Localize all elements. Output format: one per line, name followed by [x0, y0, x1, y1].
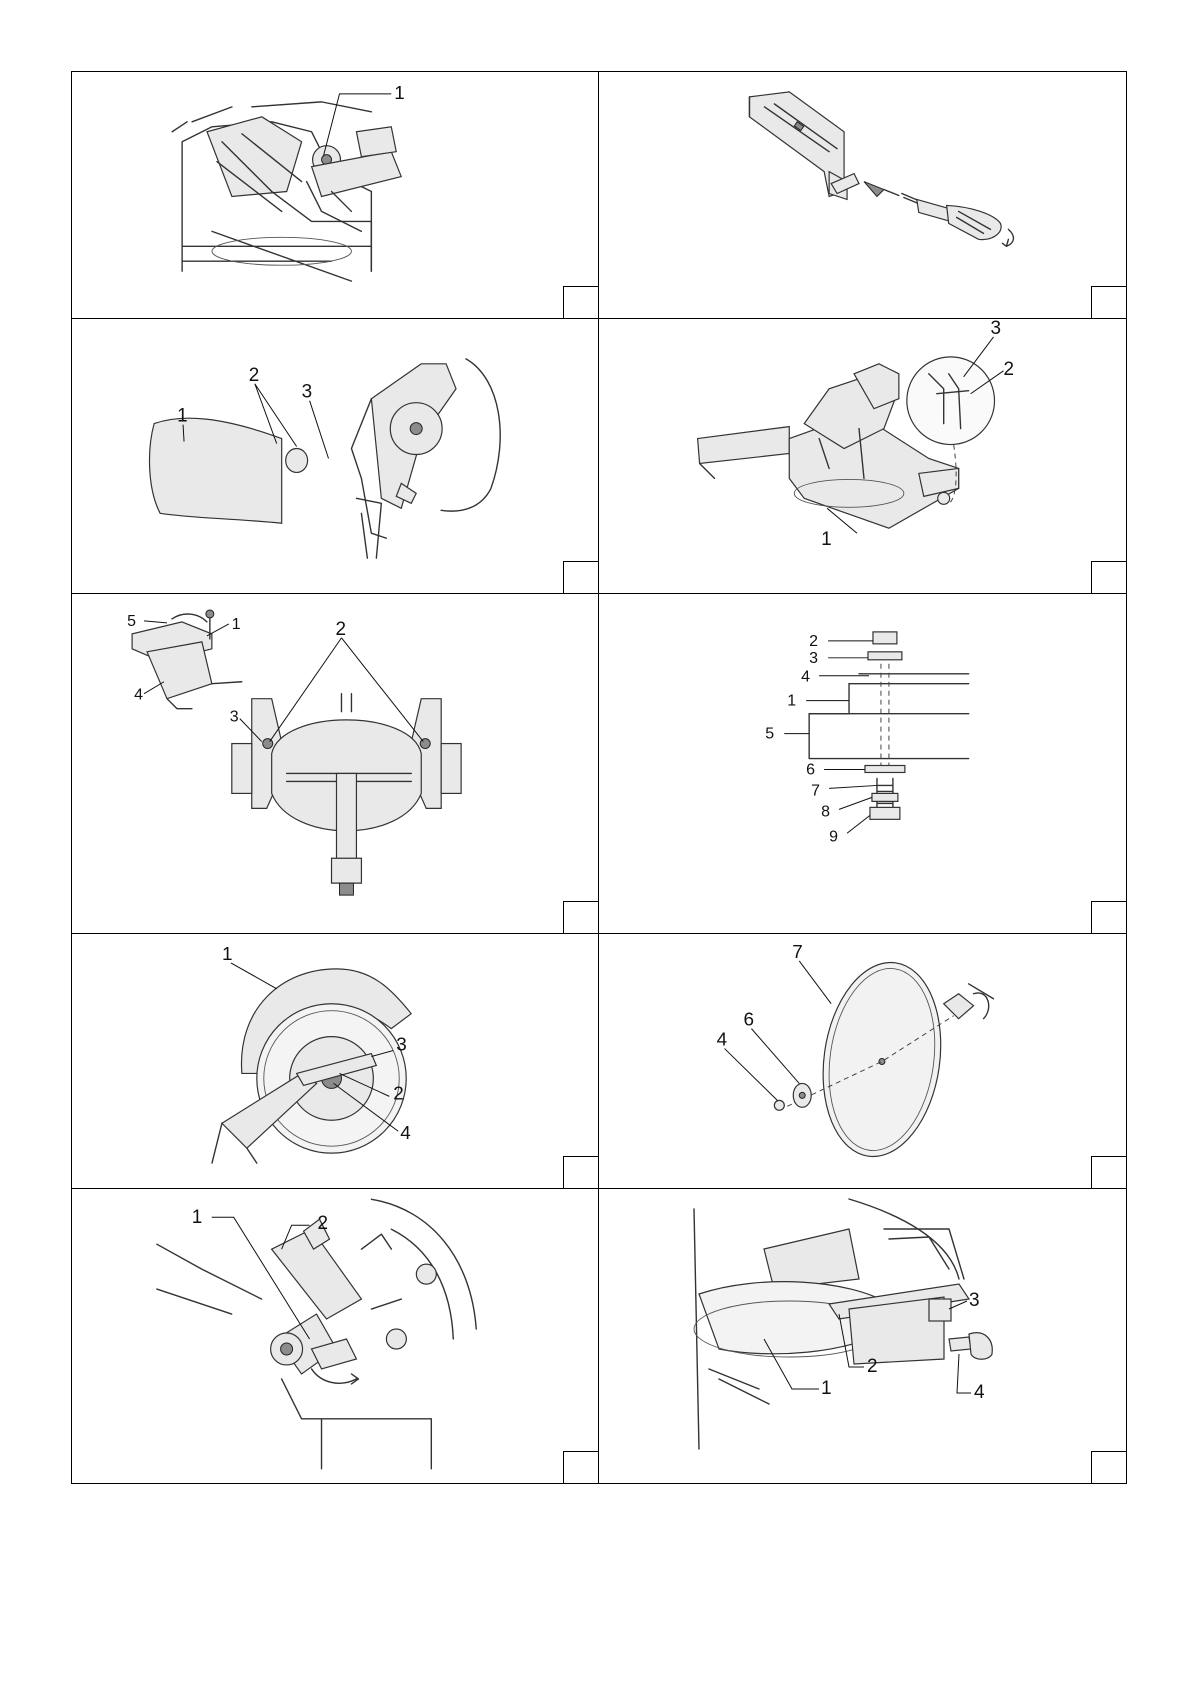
figure-number-box	[563, 286, 598, 318]
miter-table-drawing	[694, 1199, 992, 1449]
figure-6-callout-6: 6	[806, 761, 815, 778]
saw-side-drawing	[351, 359, 500, 558]
figure-cell-8: 7 6 4	[599, 934, 1126, 1188]
figure-number-box	[1091, 1451, 1126, 1483]
inset-bracket-drawing	[132, 610, 242, 709]
figure-9-callout-2: 2	[318, 1213, 329, 1234]
blade-guard-top-view-illustration: 5 1 2 4 3	[72, 594, 598, 933]
blade-exploded-illustration: 7 6 4	[599, 934, 1126, 1188]
saw-top-view-drawing	[232, 694, 461, 895]
figure-cell-9: 1 2	[72, 1189, 599, 1483]
blade-guard-drawing	[212, 969, 411, 1163]
figure-7-callout-1: 1	[222, 944, 233, 965]
figure-4-callout-3: 3	[991, 319, 1002, 339]
figure-cell-3: 1 2 3	[72, 319, 599, 593]
lock-lever-drawing	[157, 1199, 476, 1468]
figure-row-5: 1 2	[72, 1189, 1126, 1483]
figure-10-callout-1: 1	[821, 1378, 832, 1399]
saw-base-and-detail-illustration: 1 3 2	[599, 319, 1126, 593]
lock-lever-illustration: 1 2	[72, 1189, 598, 1483]
figure-6-callout-5: 5	[765, 726, 774, 743]
figure-row-2: 1 2 3	[72, 319, 1126, 594]
saw-head-drawing	[172, 102, 401, 281]
figure-cell-7: 1 3 2 4	[72, 934, 599, 1188]
figure-row-1: 1	[72, 72, 1126, 319]
figure-number-box	[563, 901, 598, 933]
figure-1-callout-1: 1	[394, 83, 405, 104]
figure-9-callout-1: 1	[192, 1207, 203, 1228]
figure-number-box	[1091, 561, 1126, 593]
figure-3-callout-2: 2	[249, 365, 260, 386]
blade-exploded-drawing	[774, 955, 993, 1164]
miter-saw-head-illustration: 1	[72, 72, 598, 318]
figure-6-callout-8: 8	[821, 803, 830, 820]
figure-cell-2	[599, 72, 1126, 318]
figure-row-3: 5 1 2 4 3	[72, 594, 1126, 934]
figure-number-box	[563, 561, 598, 593]
figure-6-callout-1: 1	[787, 693, 796, 710]
figure-10-callout-4: 4	[974, 1382, 985, 1403]
figure-5-callout-4: 4	[134, 687, 143, 704]
dust-bag-drawing	[150, 418, 308, 523]
figure-grid: 1	[71, 71, 1127, 1484]
figure-5-callout-5: 5	[127, 613, 136, 630]
figure-7-callout-2: 2	[393, 1083, 404, 1104]
figure-number-box	[1091, 901, 1126, 933]
bolt-stack-illustration: 2 3 4 1 5 6 7 8 9	[599, 594, 1126, 933]
figure-6-callout-4: 4	[801, 669, 810, 686]
figure-cell-4: 1 3 2	[599, 319, 1126, 593]
figure-8-callout-7: 7	[792, 942, 803, 963]
figure-5-callout-1: 1	[232, 616, 241, 633]
figure-7-callout-3: 3	[396, 1035, 407, 1056]
figure-8-callout-6: 6	[743, 1010, 754, 1031]
figure-number-box	[1091, 1156, 1126, 1188]
figure-6-callout-3: 3	[809, 650, 818, 667]
figure-7-callout-4: 4	[400, 1123, 411, 1144]
figure-cell-1: 1	[72, 72, 599, 318]
figure-cell-5: 5 1 2 4 3	[72, 594, 599, 933]
figure-number-box	[563, 1156, 598, 1188]
figure-cell-10: 1 2 3 4	[599, 1189, 1126, 1483]
figure-5-callout-2: 2	[335, 619, 346, 640]
figure-row-4: 1 3 2 4	[72, 934, 1126, 1189]
figure-10-callout-2: 2	[867, 1356, 878, 1377]
figure-3-callout-1: 1	[177, 406, 188, 427]
bolt-stack-drawing	[809, 632, 969, 819]
blade-guard-removal-illustration: 1 3 2 4	[72, 934, 598, 1188]
dust-bag-illustration: 1 2 3	[72, 319, 598, 593]
figure-10-callout-3: 3	[969, 1290, 980, 1311]
figure-4-callout-1: 1	[821, 529, 832, 550]
figure-5-callout-3: 3	[230, 709, 239, 726]
figure-6-callout-7: 7	[811, 782, 820, 799]
figure-number-box	[563, 1451, 598, 1483]
miter-table-handle-illustration: 1 2 3 4	[599, 1189, 1126, 1483]
figure-number-box	[1091, 286, 1126, 318]
figure-6-callout-2: 2	[809, 633, 818, 650]
rail-and-knob-drawing	[749, 92, 1013, 246]
figure-4-callout-2: 2	[1003, 359, 1014, 380]
knob-insertion-illustration	[599, 72, 1126, 318]
figure-cell-6: 2 3 4 1 5 6 7 8 9	[599, 594, 1126, 933]
figure-6-callout-9: 9	[829, 828, 838, 845]
figure-3-callout-3: 3	[302, 382, 313, 403]
figure-8-callout-4: 4	[717, 1030, 728, 1051]
